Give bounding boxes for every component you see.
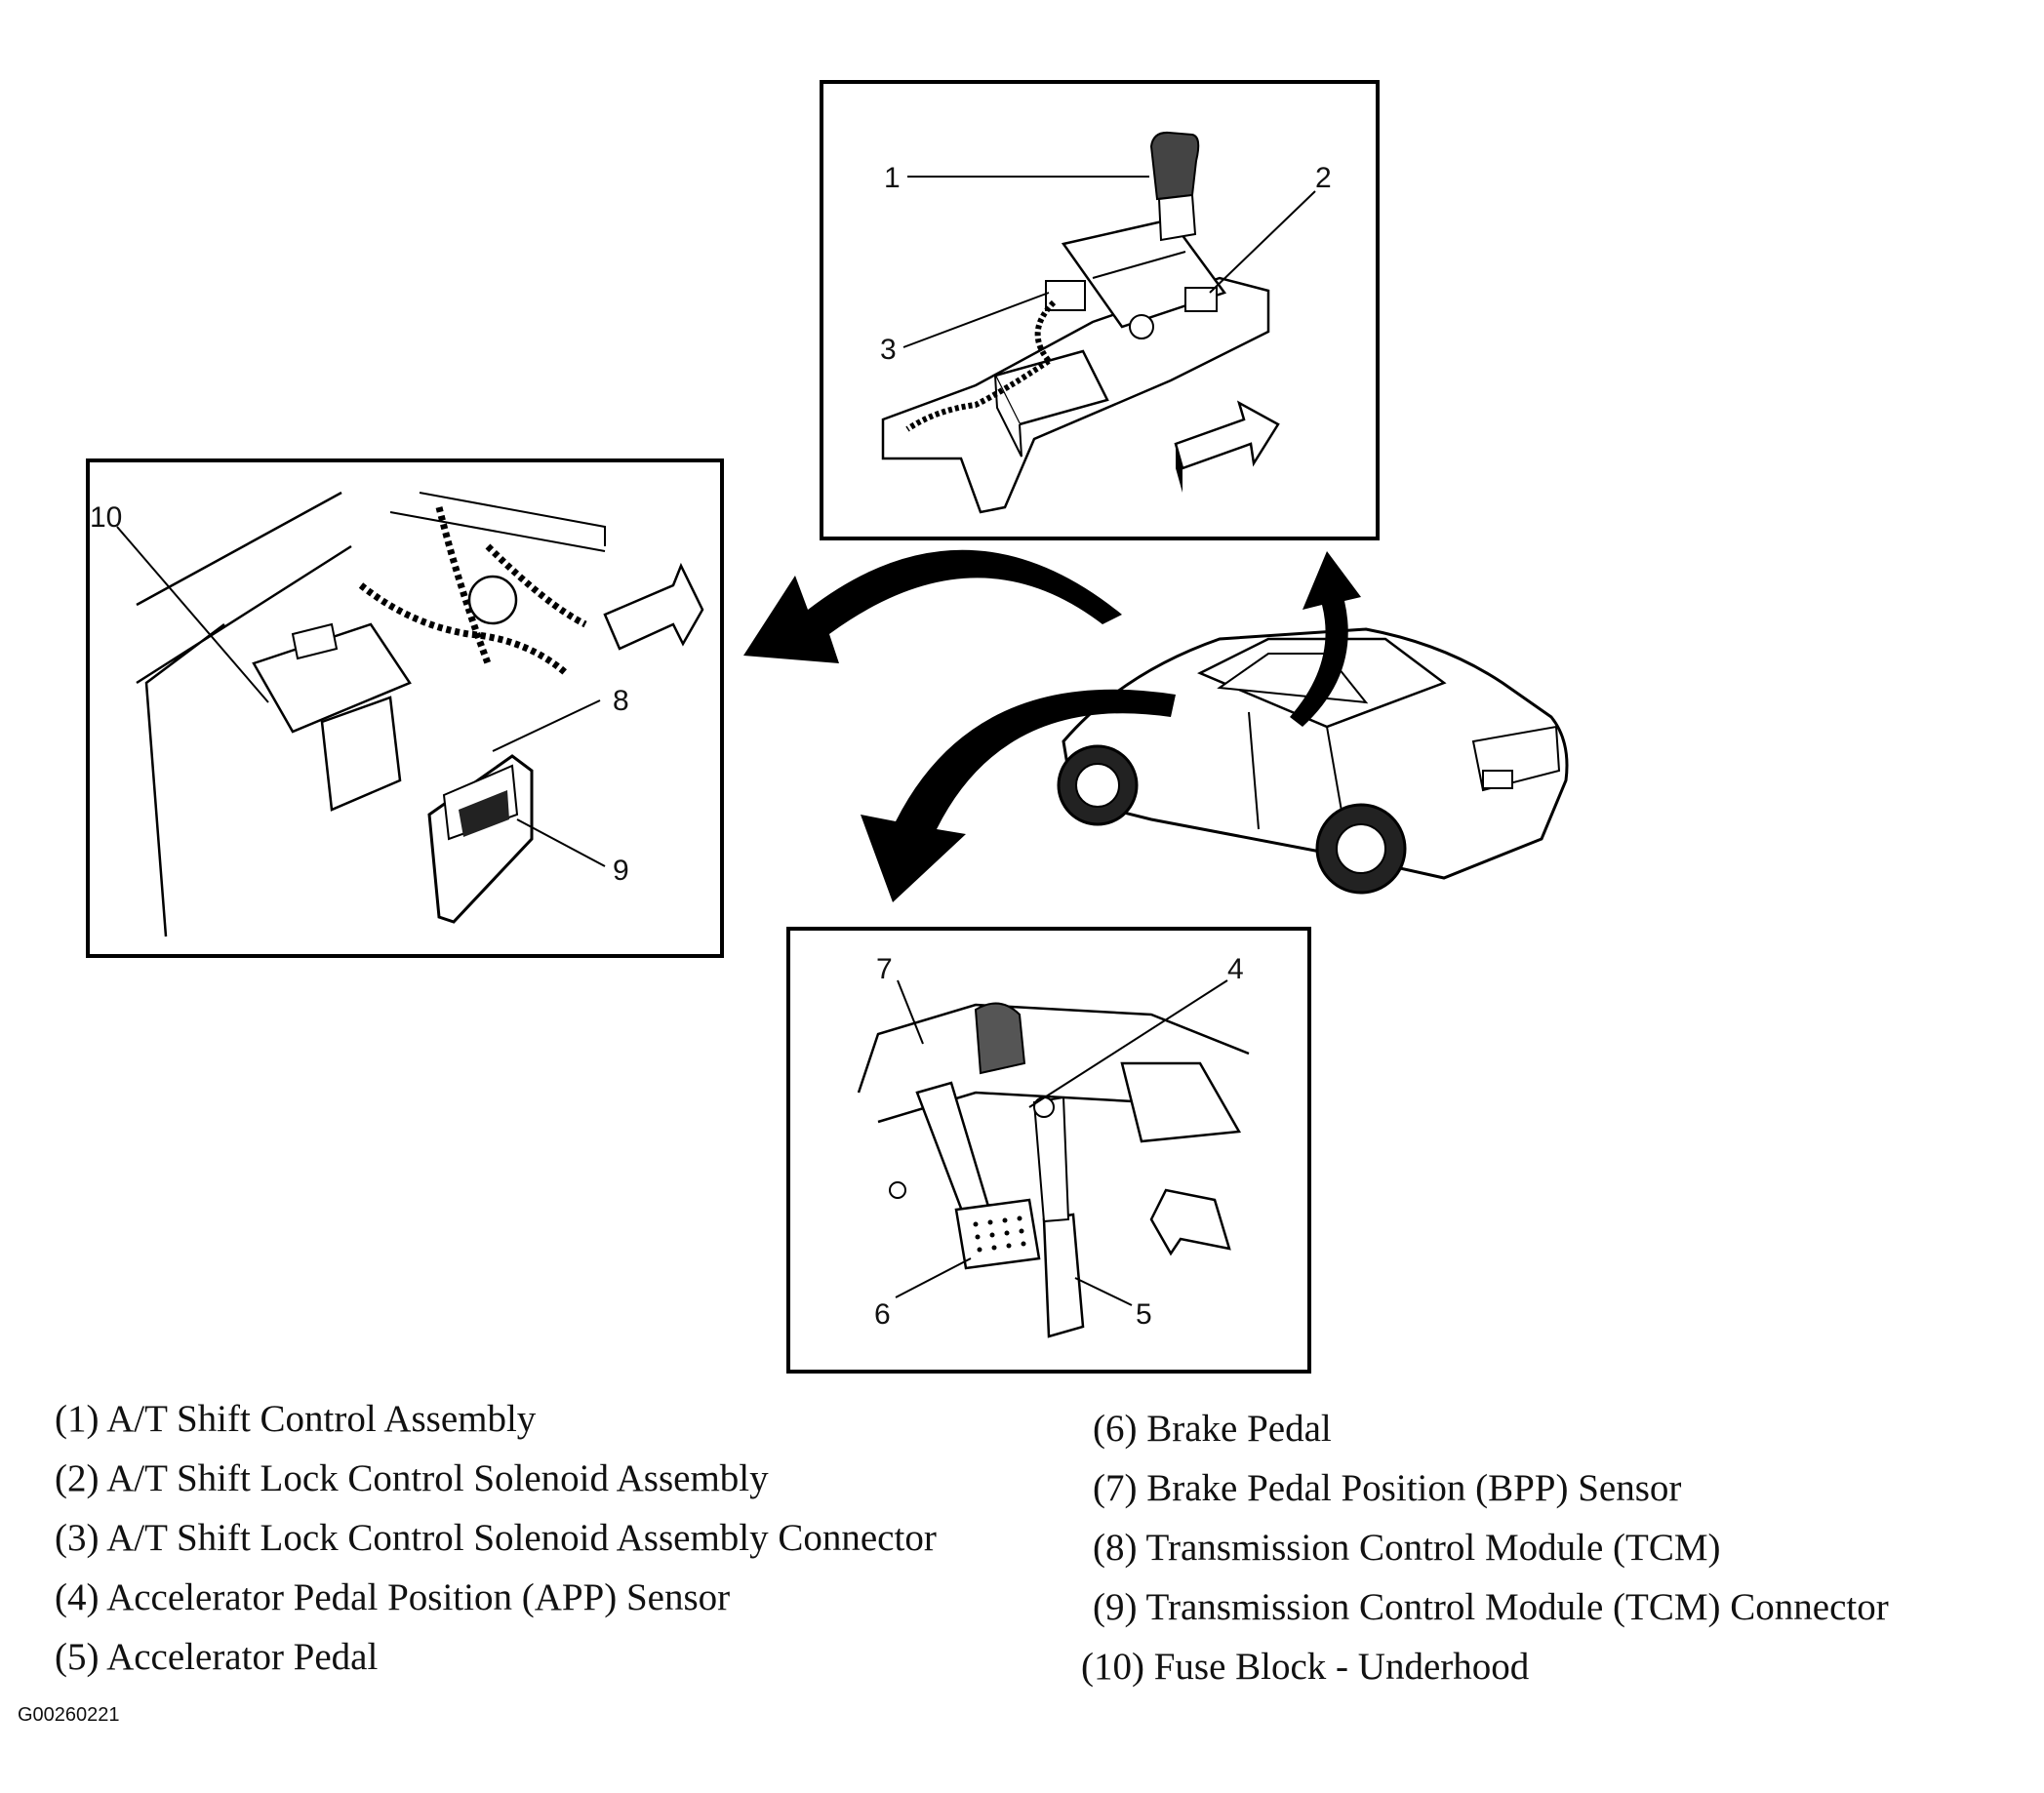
callout-10: 10 (90, 501, 122, 534)
direction-arrow-icon (1174, 400, 1280, 470)
callout-1: 1 (884, 162, 901, 194)
callout-4: 4 (1227, 953, 1244, 985)
legend-item-9: (9) Transmission Control Module (TCM) Co… (1093, 1586, 1889, 1628)
legend-item-4: (4) Accelerator Pedal Position (APP) Sen… (55, 1576, 731, 1618)
vehicle-illustration (1057, 627, 1569, 895)
legend-item-1: (1) A/T Shift Control Assembly (55, 1398, 537, 1440)
legend-item-6: (6) Brake Pedal (1093, 1408, 1332, 1450)
panel-underhood: 10 8 9 (86, 458, 724, 958)
brake-pedal-icon (954, 1198, 1041, 1270)
panel-pedals: 7 4 6 5 (786, 927, 1311, 1374)
legend-item-2: (2) A/T Shift Lock Control Solenoid Asse… (55, 1457, 769, 1499)
callout-7: 7 (876, 953, 893, 985)
callout-3: 3 (880, 334, 897, 366)
legend-item-3: (3) A/T Shift Lock Control Solenoid Asse… (55, 1517, 937, 1559)
legend-item-5: (5) Accelerator Pedal (55, 1636, 379, 1678)
callout-6: 6 (874, 1298, 891, 1331)
legend-item-7: (7) Brake Pedal Position (BPP) Sensor (1093, 1467, 1682, 1509)
legend-item-8: (8) Transmission Control Module (TCM) (1093, 1527, 1721, 1569)
callout-2: 2 (1315, 162, 1332, 194)
shift-knob-icon (1149, 131, 1200, 201)
callout-8: 8 (613, 685, 629, 717)
panel-shift-control: 1 2 3 (820, 80, 1380, 540)
legend-item-10: (10) Fuse Block - Underhood (1081, 1646, 1530, 1688)
location-arrows (743, 549, 1361, 902)
figure-id: G00260221 (18, 1704, 120, 1726)
callout-9: 9 (613, 855, 629, 887)
callout-5: 5 (1136, 1298, 1152, 1331)
